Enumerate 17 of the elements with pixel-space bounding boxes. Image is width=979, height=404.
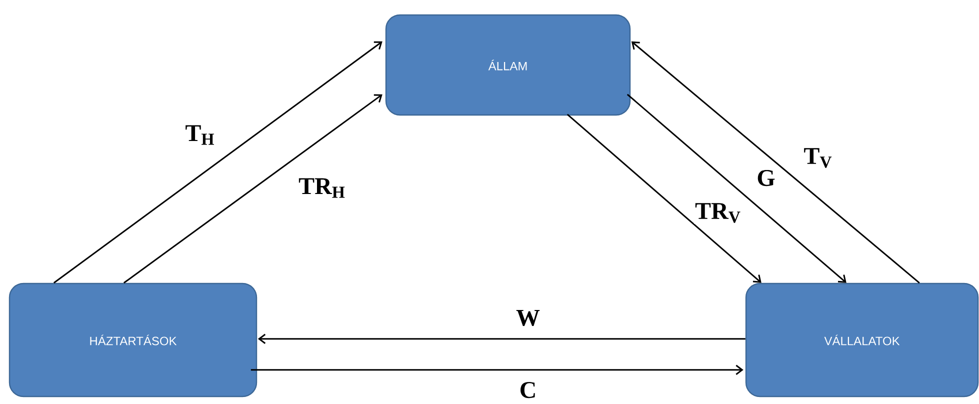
arrow (258, 334, 746, 344)
arrow (631, 41, 920, 284)
entity-box: ÁLLAM (385, 14, 631, 116)
edge-label: C (518, 380, 538, 400)
arrow (123, 94, 382, 284)
entity-box: VÁLLALATOK (745, 282, 979, 398)
arrow (626, 94, 846, 283)
edge-label: T$_{H}$ (184, 124, 216, 146)
arrow (53, 41, 382, 284)
entity-box: HÁZTARTÁSOK (8, 282, 258, 398)
arrow (566, 114, 762, 283)
edge-label: W (515, 308, 541, 328)
edge-label: TR$_{H}$ (298, 177, 346, 199)
edge-label: T$_{V}$ (802, 147, 834, 169)
edge-label: G (756, 168, 776, 188)
edge-label: TR$_{V}$ (694, 202, 742, 224)
arrow (250, 364, 744, 375)
